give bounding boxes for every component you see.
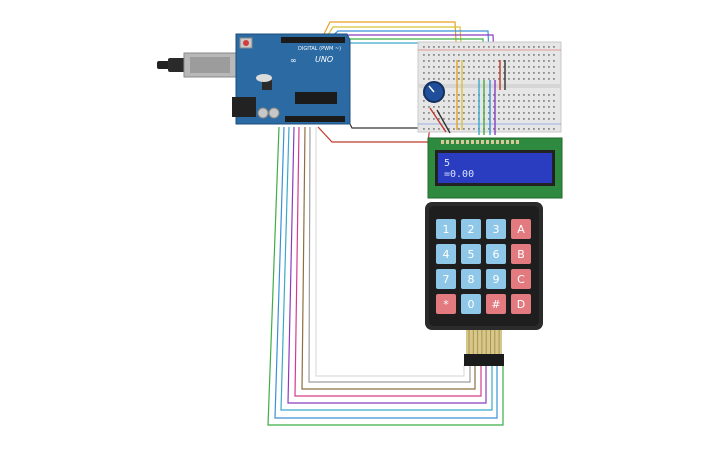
wire-green xyxy=(267,126,504,426)
keypad-key-label: 3 xyxy=(493,223,500,236)
breadboard-holes xyxy=(423,46,555,130)
wire-white xyxy=(315,127,465,377)
keypad-key-6[interactable]: 6 xyxy=(486,244,506,264)
keypad-key-C[interactable]: C xyxy=(511,269,531,289)
reset-button-icon[interactable] xyxy=(243,40,249,46)
keypad-key-3[interactable]: 3 xyxy=(486,219,506,239)
keypad-key-label: * xyxy=(443,298,449,311)
keypad-key-4[interactable]: 4 xyxy=(436,244,456,264)
keypad-key-8[interactable]: 8 xyxy=(461,269,481,289)
keypad-key-label: 6 xyxy=(493,248,500,261)
keypad-key-B[interactable]: B xyxy=(511,244,531,264)
wire-purple xyxy=(287,126,487,404)
lcd-line-2: =0.00 xyxy=(444,169,474,180)
keypad-key-label: 1 xyxy=(443,223,450,236)
keypad-key-grid: 1 2 3 A 4 5 6 B 7 8 9 C * 0 # D xyxy=(436,219,531,314)
keypad-ribbon xyxy=(468,330,500,354)
keypad-key-label: 0 xyxy=(468,298,475,311)
wire-brown xyxy=(301,126,476,390)
keypad-key-label: A xyxy=(517,223,525,236)
keypad-key-2[interactable]: 2 xyxy=(461,219,481,239)
keypad-key-label: 4 xyxy=(443,248,450,261)
wire-blue xyxy=(274,126,498,419)
keypad-key-9[interactable]: 9 xyxy=(486,269,506,289)
keypad-key-label: 9 xyxy=(493,273,500,286)
keypad-key-label: 7 xyxy=(443,273,450,286)
arduino-uno-board: ∞ UNO DIGITAL (PWM ~) xyxy=(232,33,351,125)
wire-magenta xyxy=(294,126,482,397)
lcd-pin-header xyxy=(441,140,519,144)
wire-teal xyxy=(280,126,493,411)
wire-red-power xyxy=(317,125,431,143)
bb-wire-black-a xyxy=(436,109,451,134)
keypad-key-label: 8 xyxy=(468,273,475,286)
keypad-key-label: C xyxy=(517,273,525,286)
power-wires xyxy=(317,123,431,143)
wire-black-ground xyxy=(349,123,420,129)
wire-orange-top xyxy=(321,21,458,61)
arduino-model-label: UNO xyxy=(315,55,333,64)
keypad-key-hash[interactable]: # xyxy=(486,294,506,314)
arduino-brand-mark: ∞ xyxy=(290,56,297,65)
keypad-key-label: # xyxy=(491,298,500,311)
lcd-display: 5 =0.00 xyxy=(427,137,563,199)
keypad-key-1[interactable]: 1 xyxy=(436,219,456,239)
wire-gray xyxy=(308,126,471,383)
keypad-key-star[interactable]: * xyxy=(436,294,456,314)
keypad-key-D[interactable]: D xyxy=(511,294,531,314)
keypad-wire-bundle xyxy=(267,126,504,426)
usb-cable xyxy=(157,52,239,78)
keypad-key-label: 2 xyxy=(468,223,475,236)
keypad-key-label: D xyxy=(517,298,525,311)
breadboard-wires xyxy=(429,60,506,135)
lcd-line-1: 5 xyxy=(444,158,450,169)
keypad-key-label: 5 xyxy=(468,248,475,261)
keypad-key-label: B xyxy=(517,248,525,261)
bb-wire-red-a xyxy=(429,107,447,133)
keypad-4x4: 1 2 3 A 4 5 6 B 7 8 9 C * 0 # D xyxy=(425,202,543,366)
keypad-key-7[interactable]: 7 xyxy=(436,269,456,289)
potentiometer[interactable] xyxy=(423,81,445,103)
arduino-header-label: DIGITAL (PWM ~) xyxy=(298,46,341,52)
keypad-key-0[interactable]: 0 xyxy=(461,294,481,314)
keypad-key-5[interactable]: 5 xyxy=(461,244,481,264)
keypad-key-A[interactable]: A xyxy=(511,219,531,239)
